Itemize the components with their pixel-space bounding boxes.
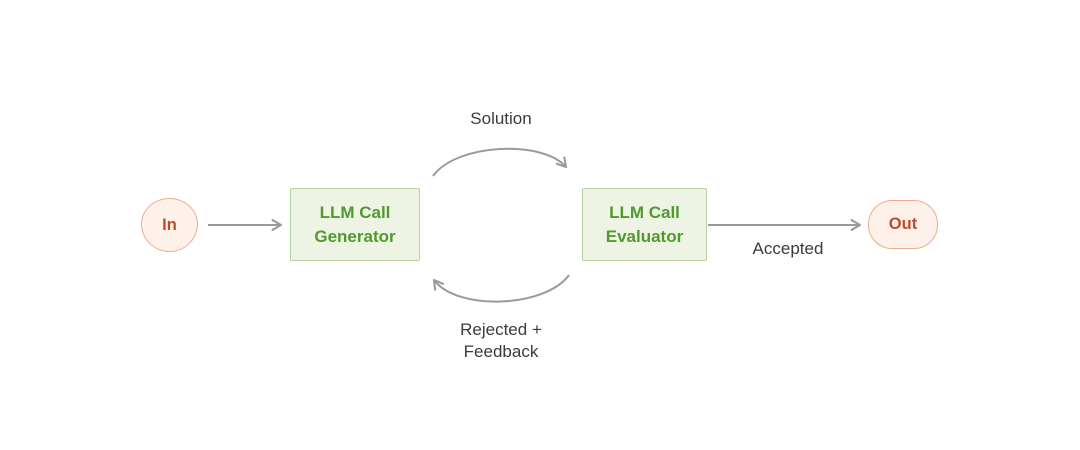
arrow-evaluator-to-generator — [432, 274, 570, 303]
arrow-generator-to-evaluator — [432, 147, 568, 177]
edge-label-solution: Solution — [470, 109, 532, 128]
node-in: In — [141, 198, 198, 252]
node-llm-call-generator: LLM Call Generator — [290, 188, 420, 261]
edge-label-rejected-feedback: Rejected + Feedback — [460, 320, 542, 361]
node-out: Out — [868, 200, 938, 249]
edge-label-accepted: Accepted — [752, 239, 824, 258]
node-llm-call-evaluator: LLM Call Evaluator — [582, 188, 707, 261]
